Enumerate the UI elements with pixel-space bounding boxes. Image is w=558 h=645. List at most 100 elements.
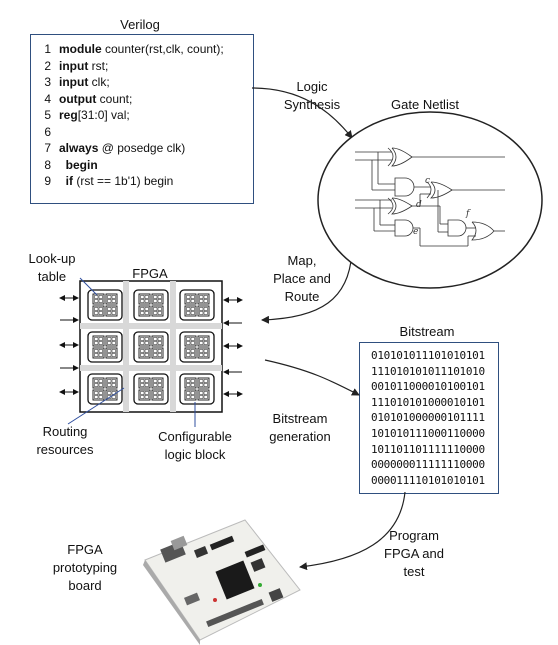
bitgen-line2: generation	[269, 429, 331, 444]
lookup-table-line1: Look-up	[28, 251, 76, 266]
line-keyword: reg	[59, 108, 78, 122]
lut-subcell	[98, 383, 103, 387]
lut-subcell	[203, 299, 208, 303]
lut-subcell	[140, 379, 145, 383]
lut-subcell	[98, 353, 103, 357]
lut-subcell	[199, 353, 204, 357]
synthesis-arrow	[251, 87, 353, 139]
mpr-line3: Route	[284, 289, 320, 304]
lut-subcell	[199, 395, 204, 399]
lookup-table-cell	[151, 377, 164, 389]
lookup-table-cell	[151, 335, 164, 347]
lut-subcell	[144, 311, 149, 315]
lut-subcell	[153, 349, 158, 353]
lut-subcell	[94, 391, 99, 395]
bitstream-line: 010101011101010101	[371, 349, 485, 362]
lut-subcell	[144, 341, 149, 345]
lookup-table-cell	[138, 377, 151, 389]
lut-subcell	[186, 391, 191, 395]
lut-subcell	[203, 341, 208, 345]
lut-subcell	[107, 307, 112, 311]
routing-line1: Routing	[42, 424, 88, 439]
gate-netlist-circuit	[355, 147, 505, 247]
lut-subcell	[144, 349, 149, 353]
bitstream-line: 101101101111110000	[371, 442, 485, 456]
lookup-table-cell	[105, 305, 118, 317]
lut-subcell	[98, 337, 103, 341]
lut-subcell	[107, 341, 112, 345]
verilog-line: 9 if (rst == 1b'1) begin	[31, 173, 173, 189]
lut-subcell	[199, 349, 204, 353]
lut-subcell	[199, 307, 204, 311]
bitstream-line: 000011110101010101	[371, 473, 485, 487]
lut-subcell	[94, 353, 99, 357]
bitstream-title: Bitstream	[399, 324, 455, 339]
lookup-table-cell	[151, 293, 164, 305]
map-place-route-label: Map, Place and Route	[262, 252, 342, 306]
lut-subcell	[157, 353, 162, 357]
lut-subcell	[111, 383, 116, 387]
lut-subcell	[190, 353, 195, 357]
lookup-table-cell	[105, 293, 118, 305]
lut-subcell	[203, 395, 208, 399]
program-arrow	[299, 491, 406, 571]
lut-subcell	[153, 341, 158, 345]
bitgen-line1: Bitstream	[272, 411, 328, 426]
lut-subcell	[144, 299, 149, 303]
lut-subcell	[140, 383, 145, 387]
bitstream-generation-label: Bitstream generation	[260, 410, 340, 446]
routing-resources-label: Routing resources	[20, 423, 110, 459]
lut-subcell	[186, 337, 191, 341]
lut-subcell	[107, 383, 112, 387]
lookup-table-cell	[197, 389, 210, 401]
lut-subcell	[98, 311, 103, 315]
lut-subcell	[153, 299, 158, 303]
lut-subcell	[190, 295, 195, 299]
lut-subcell	[157, 383, 162, 387]
line-text: (rst == 1b'1) begin	[73, 174, 174, 188]
lut-subcell	[157, 395, 162, 399]
lut-subcell	[190, 311, 195, 315]
lut-subcell	[199, 379, 204, 383]
lut-subcell	[94, 295, 99, 299]
lut-subcell	[94, 379, 99, 383]
lut-subcell	[140, 391, 145, 395]
lut-subcell	[153, 395, 158, 399]
lut-subcell	[94, 311, 99, 315]
lookup-table-cell	[92, 305, 105, 317]
line-keyword: if	[59, 174, 73, 188]
lut-subcell	[111, 295, 116, 299]
lut-subcell	[199, 299, 204, 303]
line-text: clk;	[88, 75, 110, 89]
line-text: [31:0] val;	[77, 108, 130, 122]
lut-subcell	[107, 295, 112, 299]
lookup-table-cell	[151, 305, 164, 317]
lut-subcell	[157, 307, 162, 311]
clb-line1: Configurable	[158, 429, 232, 444]
lut-subcell	[94, 341, 99, 345]
verilog-line: 6	[31, 124, 59, 140]
program-line3: test	[403, 564, 425, 579]
netlist-label-e: e	[413, 227, 418, 237]
lut-subcell	[190, 307, 195, 311]
line-text: count;	[96, 91, 133, 106]
lookup-table-cell	[151, 389, 164, 401]
lut-subcell	[98, 295, 103, 299]
lut-subcell	[186, 311, 191, 315]
lut-subcell	[140, 395, 145, 399]
bitstream-line: 000000011111110000	[371, 458, 485, 472]
line-number: 8	[44, 157, 51, 172]
line-keyword: output	[59, 91, 97, 106]
lookup-table-cell	[138, 389, 151, 401]
lut-subcell	[153, 391, 158, 395]
line-keyword: module	[59, 42, 102, 56]
lookup-table-cell	[184, 389, 197, 401]
logic-synthesis-line2: Synthesis	[283, 97, 341, 112]
lut-subcell	[111, 379, 116, 383]
lut-subcell	[186, 353, 191, 357]
verilog-title: Verilog	[120, 17, 160, 32]
lut-subcell	[203, 295, 208, 299]
lut-subcell	[199, 295, 204, 299]
